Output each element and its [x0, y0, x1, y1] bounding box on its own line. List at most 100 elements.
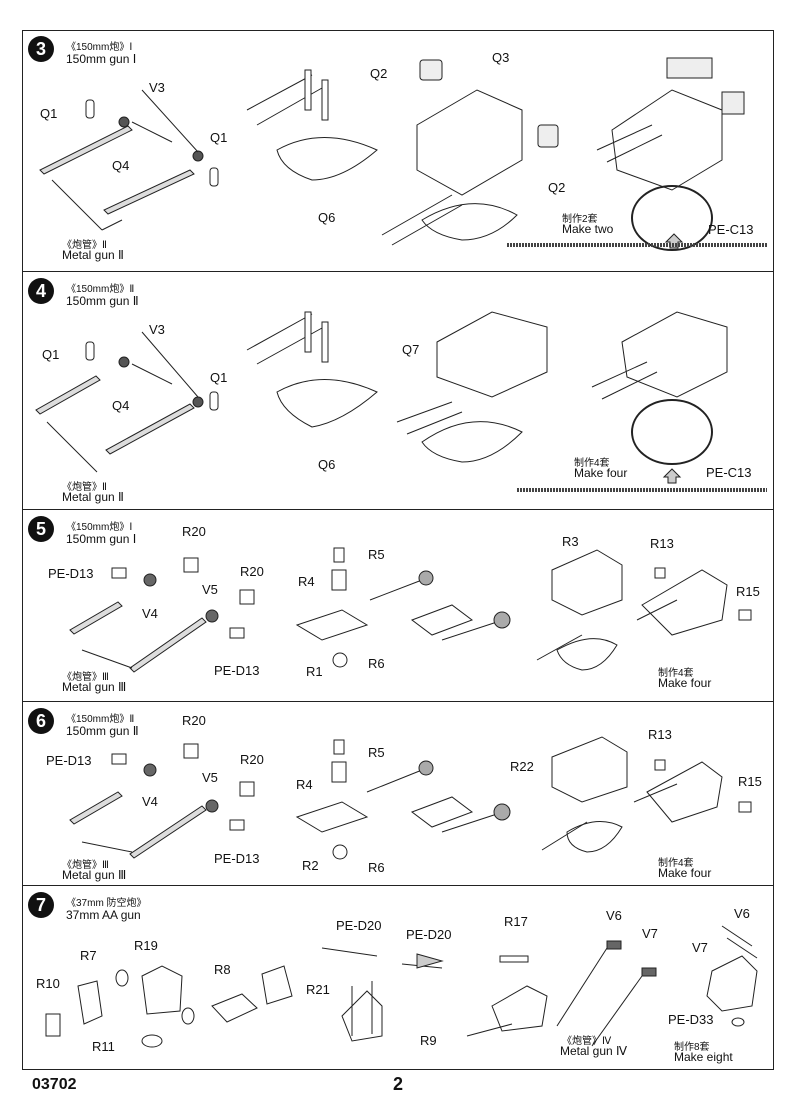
- assembly-drawing: [69, 736, 752, 860]
- step-7: 7 《37mm 防空炮》 37mm AA gun: [22, 886, 774, 1070]
- quantity-en: Make four: [574, 466, 628, 480]
- part-label: PE-D13: [214, 663, 260, 678]
- part-label: R20: [240, 564, 264, 579]
- part-label: R15: [736, 584, 760, 599]
- part-label: R9: [420, 1033, 437, 1048]
- part-label: R13: [648, 727, 672, 742]
- part-label: R21: [306, 982, 330, 997]
- part-label: PE-C13: [708, 222, 754, 237]
- quantity-cn: 制作2套: [562, 214, 598, 225]
- step-4: 4 《150mm炮》Ⅱ 150mm gun Ⅱ Q1 V3 Q1 Q4 Q6: [22, 272, 774, 510]
- part-label: Q2: [548, 180, 566, 195]
- part-label: R22: [510, 759, 534, 774]
- part-label: PE-D33: [668, 1012, 714, 1027]
- step-number: 3: [28, 36, 54, 62]
- quantity-cn: 制作4套: [658, 858, 694, 869]
- sub-title-en: Metal gun Ⅱ: [62, 248, 124, 262]
- sub-title-en: Metal gun Ⅲ: [62, 680, 127, 694]
- step-title-en: 150mm gun Ⅰ: [66, 52, 137, 66]
- assembly-drawing: [69, 547, 752, 673]
- part-label: PE-D20: [336, 918, 382, 933]
- step-title-en: 150mm gun Ⅱ: [66, 724, 139, 738]
- part-label: PE-D20: [406, 927, 452, 942]
- part-label: V7: [692, 940, 708, 955]
- step-number: 4: [28, 278, 54, 304]
- step-title-en: 37mm AA gun: [66, 908, 141, 922]
- part-label: PE-D13: [48, 566, 94, 581]
- sub-title-en: Metal gun Ⅲ: [62, 868, 127, 882]
- step-3: 3 《150mm炮》Ⅰ 150mm gun Ⅰ: [22, 30, 774, 272]
- sub-title-en: Metal gun Ⅳ: [560, 1044, 628, 1058]
- part-label: PE-D13: [214, 851, 260, 866]
- part-label: V4: [142, 794, 158, 809]
- step-title-en: 150mm gun Ⅱ: [66, 294, 139, 308]
- part-label: V7: [642, 926, 658, 941]
- part-label: R11: [92, 1039, 115, 1054]
- step-title-cn: 《37mm 防空炮》: [66, 898, 147, 909]
- part-label: R8: [214, 962, 231, 977]
- quantity-en: Make eight: [674, 1050, 733, 1064]
- part-label: R20: [182, 524, 206, 539]
- part-label: Q1: [210, 130, 228, 145]
- part-label: R19: [134, 938, 158, 953]
- step-title-cn: 《150mm炮》Ⅱ: [66, 714, 135, 725]
- part-label: Q6: [318, 457, 336, 472]
- step-number: 7: [28, 892, 54, 918]
- page-number: 2: [393, 1074, 404, 1094]
- part-label: R17: [504, 914, 528, 929]
- part-label: Q4: [112, 398, 130, 413]
- part-label: R6: [368, 860, 385, 875]
- assembly-drawing: [45, 925, 758, 1048]
- part-label: R1: [306, 664, 323, 679]
- step-title-cn: 《150mm炮》Ⅱ: [66, 284, 135, 295]
- sub-title-cn: 《炮管》Ⅲ: [62, 860, 109, 871]
- part-label: R15: [738, 774, 762, 789]
- step-number: 5: [28, 516, 54, 542]
- quantity-cn: 制作8套: [674, 1042, 710, 1053]
- step-5: 5 《150mm炮》Ⅰ 150mm gun Ⅰ: [22, 510, 774, 702]
- part-label: R10: [36, 976, 60, 991]
- step-number: 6: [28, 708, 54, 734]
- part-label: V5: [202, 582, 218, 597]
- sub-title-en: Metal gun Ⅱ: [62, 490, 124, 504]
- part-label: R20: [240, 752, 264, 767]
- part-label: Q1: [42, 347, 60, 362]
- part-label: Q4: [112, 158, 130, 173]
- part-label: Q1: [210, 370, 228, 385]
- part-label: Q7: [402, 342, 420, 357]
- step-title-cn: 《150mm炮》Ⅰ: [66, 42, 133, 53]
- part-label: R7: [80, 948, 97, 963]
- part-label: R5: [368, 547, 385, 562]
- part-label: V4: [142, 606, 158, 621]
- step-title-en: 150mm gun Ⅰ: [66, 532, 137, 546]
- quantity-en: Make four: [658, 866, 712, 880]
- sub-title-cn: 《炮管》Ⅱ: [62, 482, 107, 493]
- product-code: 03702: [32, 1076, 77, 1093]
- part-label: Q6: [318, 210, 336, 225]
- sub-title-cn: 《炮管》Ⅱ: [62, 240, 107, 251]
- part-label: R20: [182, 713, 206, 728]
- part-label: V6: [734, 906, 750, 921]
- quantity-en: Make four: [658, 676, 712, 690]
- part-label: Q3: [492, 50, 510, 65]
- quantity-cn: 制作4套: [574, 458, 610, 469]
- step-title-cn: 《150mm炮》Ⅰ: [66, 522, 133, 533]
- quantity-en: Make two: [562, 222, 614, 236]
- step-6: 6 《150mm炮》Ⅱ 150mm gun Ⅱ: [22, 702, 774, 886]
- part-label: V5: [202, 770, 218, 785]
- part-label: R3: [562, 534, 579, 549]
- part-label: V3: [149, 322, 165, 337]
- assembly-drawing: [39, 57, 767, 251]
- sub-title-cn: 《炮管》Ⅲ: [62, 672, 109, 683]
- part-label: R4: [296, 777, 313, 792]
- part-label: PE-D13: [46, 753, 92, 768]
- part-label: V3: [149, 80, 165, 95]
- part-label: V6: [606, 908, 622, 923]
- part-label: R5: [368, 745, 385, 760]
- part-label: Q1: [40, 106, 58, 121]
- part-label: R2: [302, 858, 319, 873]
- part-label: R6: [368, 656, 385, 671]
- part-label: Q2: [370, 66, 388, 81]
- part-label: PE-C13: [706, 465, 752, 480]
- part-label: R13: [650, 536, 674, 551]
